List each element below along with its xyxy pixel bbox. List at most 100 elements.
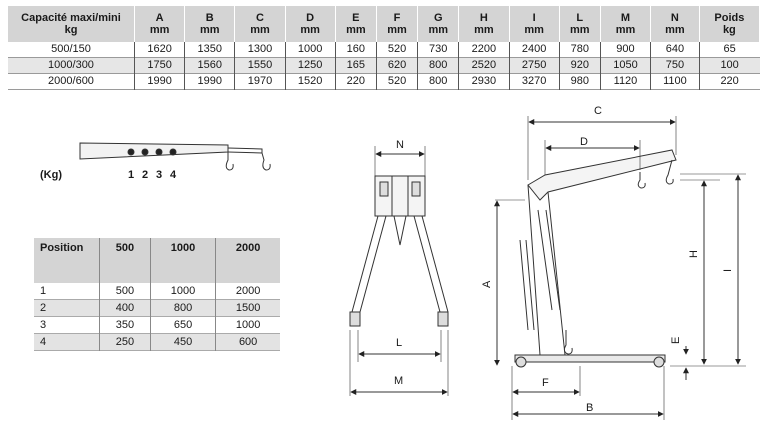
table-cell: 1550: [234, 57, 286, 74]
label-f: F: [542, 377, 549, 389]
table-cell: 1500: [215, 299, 280, 317]
position-hole-1: [127, 148, 135, 156]
position-hole-3: [155, 148, 163, 156]
side-boom: [527, 149, 677, 201]
boom-position-figure: [79, 142, 271, 171]
table-cell: 2930: [458, 73, 510, 90]
label-c: C: [594, 105, 602, 117]
table-cell: 500/150: [8, 42, 135, 58]
table-cell: 1970: [234, 73, 286, 90]
table-cell: 920: [559, 57, 601, 74]
table-cell: 650: [149, 316, 216, 334]
position-header: 2000: [215, 238, 280, 283]
table-cell: 160: [335, 42, 377, 58]
position-header: Position: [34, 238, 100, 283]
wheel-left: [349, 311, 361, 327]
mast-inner: [537, 209, 561, 311]
table-cell: 1560: [184, 57, 236, 74]
position-number-1: 1: [128, 169, 134, 181]
table-cell: 800: [417, 57, 460, 74]
position-hole-4: [169, 148, 177, 156]
table-cell: 2520: [458, 57, 510, 74]
side-hook-end-icon: [665, 159, 674, 185]
rear-wheel: [515, 356, 527, 368]
label-l: L: [396, 337, 402, 349]
table-cell: 1350: [184, 42, 236, 58]
table-cell: 165: [335, 57, 377, 74]
header-unit: mm: [346, 24, 366, 36]
header-label: M: [620, 12, 631, 24]
table-row: 2000/600 1990 1990 1970 1520 220 520 800…: [8, 73, 760, 90]
table-cell: 900: [600, 42, 652, 58]
table-row: 4 250 450 600: [34, 333, 280, 351]
table-row: 1000/300 1750 1560 1550 1250 165 620 800…: [8, 57, 760, 74]
position-header: 500: [99, 238, 151, 283]
table-cell: 1750: [134, 57, 186, 74]
header-label: H: [479, 12, 488, 24]
mast-plate-right: [411, 181, 421, 197]
wheel-right: [437, 311, 449, 327]
table-cell: 1000/300: [8, 57, 135, 74]
table-cell: 1120: [600, 73, 652, 90]
table-cell: 1000: [285, 42, 336, 58]
table-cell: 1620: [134, 42, 186, 58]
header-label: N: [670, 12, 679, 24]
table-cell: 750: [650, 57, 700, 74]
table-cell: 600: [215, 333, 280, 351]
label-a: A: [481, 280, 493, 288]
table-cell: 2750: [509, 57, 560, 74]
label-e: E: [670, 337, 682, 344]
boom-extension: [227, 147, 263, 154]
mast-plate-left: [379, 181, 389, 197]
position-number-4: 4: [170, 169, 177, 181]
table-cell: 2000: [215, 283, 280, 300]
position-load-table: Position 500 1000 2000 1 500 1000 2000 2…: [34, 238, 280, 351]
mast-column: [391, 175, 409, 217]
header-label: F: [393, 12, 401, 24]
table-cell: 1050: [600, 57, 652, 74]
table-cell: 780: [559, 42, 601, 58]
table-row: 2 400 800 1500: [34, 299, 280, 317]
header-label: E: [352, 12, 360, 24]
header-label: I: [532, 12, 536, 24]
front-wheel: [653, 356, 665, 368]
table-cell: 65: [723, 43, 736, 55]
table-cell: 1000: [215, 316, 280, 334]
label-n: N: [396, 139, 404, 151]
mast-tip: [393, 215, 407, 246]
label-m: M: [394, 375, 403, 387]
table-cell: 100: [699, 57, 760, 74]
label-i: I: [722, 269, 734, 272]
table-cell: 3: [40, 319, 47, 331]
table-row: 500/150 1620 1350 1300 1000 160 520 730 …: [8, 42, 760, 58]
header-unit: mm: [570, 24, 590, 36]
header-label: C: [255, 12, 264, 24]
table-cell: 2000/600: [8, 73, 135, 90]
table-cell: 980: [559, 73, 601, 90]
table-cell: 3270: [509, 73, 560, 90]
header-unit: mm: [300, 24, 320, 36]
header-unit: kg: [722, 24, 736, 36]
header-label: G: [433, 12, 443, 24]
leg-left: [351, 215, 387, 313]
table-cell: 620: [376, 57, 419, 74]
table-cell: 800: [149, 299, 216, 317]
header-unit: mm: [474, 24, 494, 36]
table-cell: 1100: [650, 73, 700, 90]
table-cell: 730: [417, 42, 460, 58]
table-cell: 1250: [285, 57, 336, 74]
header-unit: kg: [64, 24, 78, 36]
header-label: Poids: [714, 12, 745, 24]
table-cell: 640: [650, 42, 700, 58]
label-h: H: [688, 250, 700, 258]
